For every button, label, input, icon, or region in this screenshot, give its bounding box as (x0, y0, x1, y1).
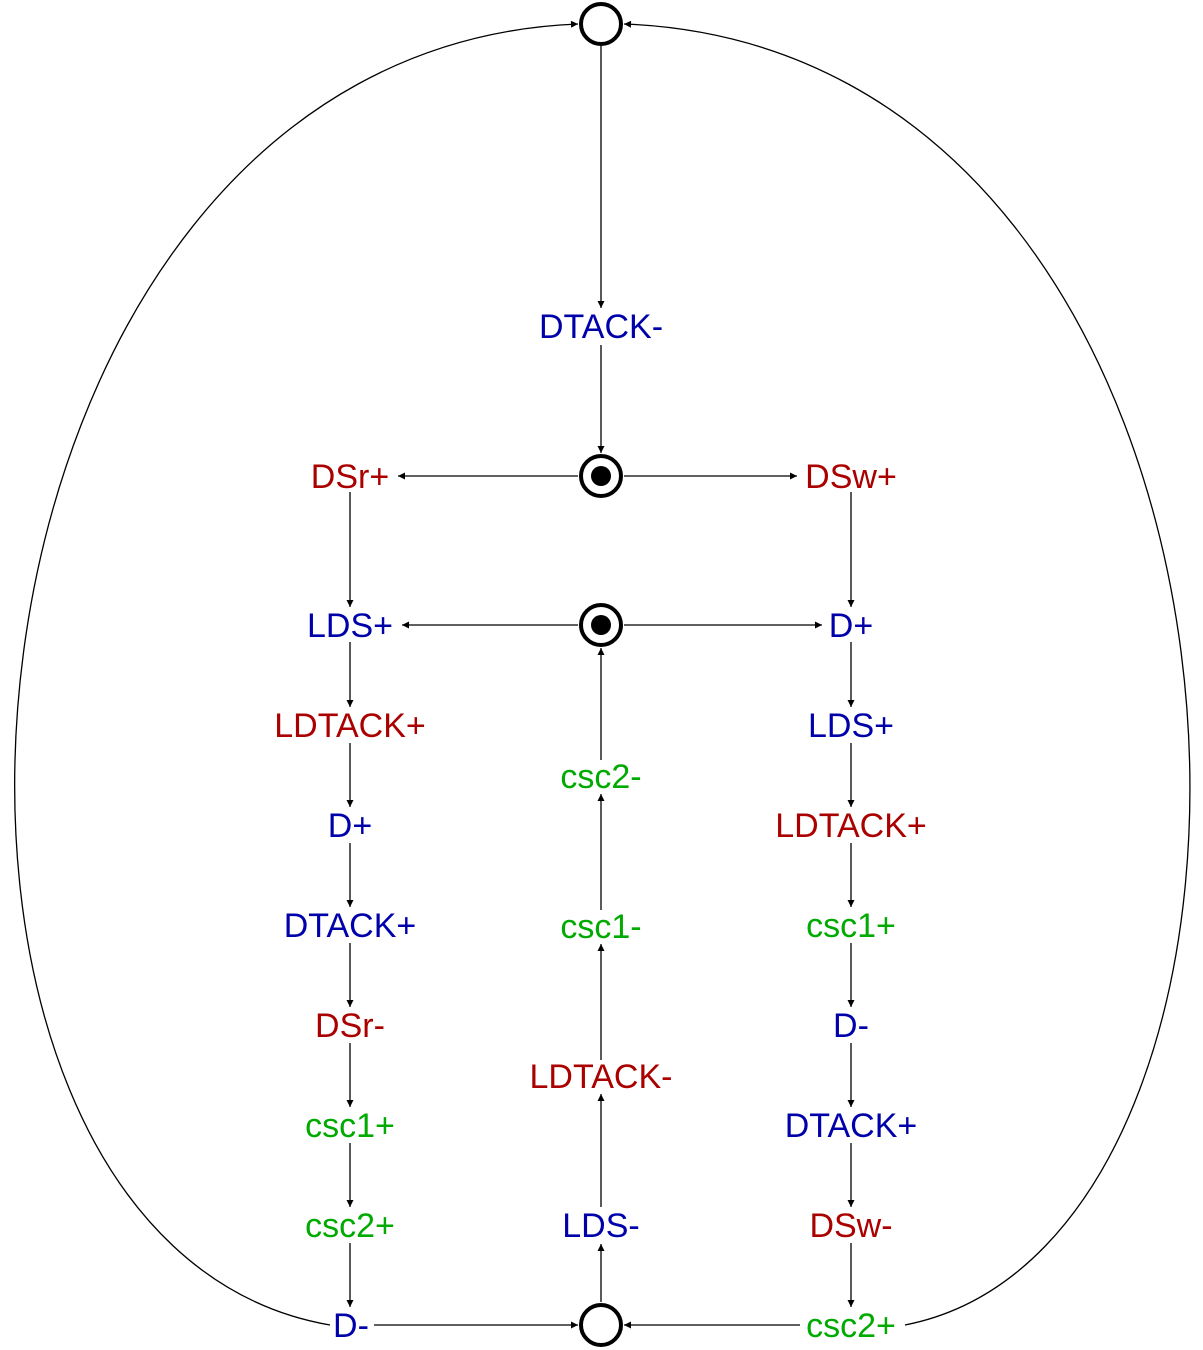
label-dsw-plus: DSw+ (805, 458, 897, 496)
label-mid-ldtack-minus: LDTACK- (530, 1058, 673, 1096)
label-left-ldtack-plus: LDTACK+ (274, 707, 425, 745)
label-left-d-plus: D+ (328, 807, 372, 845)
arc-d-minus-to-top (14, 20, 579, 1326)
label-right-dtack-plus: DTACK+ (785, 1107, 918, 1145)
label-dtack-minus: DTACK- (539, 308, 663, 346)
label-mid-lds-minus: LDS- (562, 1207, 639, 1245)
label-dsr-plus: DSr+ (311, 458, 389, 496)
place-top (579, 2, 623, 46)
label-right-d-plus: D+ (829, 607, 873, 645)
label-left-dtack-plus: DTACK+ (284, 907, 417, 945)
places (579, 2, 623, 1347)
place-choice-1 (579, 454, 623, 498)
place-choice-2 (579, 603, 623, 647)
label-left-dsr-minus: DSr- (315, 1007, 385, 1045)
label-left-lds-plus: LDS+ (307, 607, 393, 645)
label-mid-csc2-minus: csc2- (560, 758, 641, 796)
token (591, 615, 611, 635)
transition-labels: DTACK- DSr+ DSw+ LDS+ LDTACK+ D+ DTACK+ … (274, 308, 927, 1345)
label-left-csc2-plus: csc2+ (305, 1207, 395, 1245)
place-bottom (579, 1303, 623, 1347)
label-right-ldtack-plus: LDTACK+ (775, 807, 926, 845)
label-left-csc1-plus: csc1+ (305, 1107, 395, 1145)
label-right-csc1-plus: csc1+ (806, 907, 896, 945)
label-right-dsw-minus: DSw- (809, 1207, 892, 1245)
label-right-csc2-plus: csc2+ (806, 1307, 896, 1345)
arc-csc2-plus-to-top (623, 20, 1191, 1326)
label-mid-csc1-minus: csc1- (560, 908, 641, 946)
label-right-lds-plus: LDS+ (808, 707, 894, 745)
label-left-d-minus: D- (333, 1307, 369, 1345)
label-right-d-minus: D- (833, 1007, 869, 1045)
arcs (14, 20, 1191, 1329)
token (591, 466, 611, 486)
